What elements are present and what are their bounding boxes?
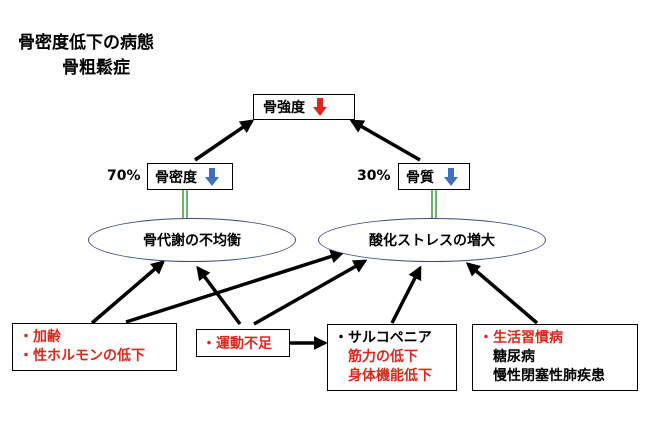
aging-factor-box: ・加齢 ・性ホルモンの低下 <box>12 323 177 371</box>
red-down-arrow-icon <box>313 98 327 116</box>
lack-of-exercise-box: ・運動不足 <box>196 329 290 357</box>
sarcopenia-box: ・サルコペニア 筋力の低下 身体機能低下 <box>327 324 457 391</box>
bone-density-percent: 70% <box>107 168 141 184</box>
arrow-aging-to-oxidative <box>125 249 345 324</box>
lack-of-exercise-label: ・運動不足 <box>202 336 272 352</box>
bone-density-box: 骨密度 <box>147 163 233 190</box>
physical-function-decline-label: 身体機能低下 <box>348 368 432 384</box>
bone-strength-box: 骨強度 <box>253 94 355 120</box>
sarcopenia-label: ・サルコペニア <box>334 330 432 346</box>
muscle-strength-decline-label: 筋力の低下 <box>348 349 418 365</box>
diagram-title-line1: 骨密度低下の病態 <box>18 33 154 53</box>
arrow-density-to-strength <box>194 119 255 162</box>
bone-density-label: 骨密度 <box>155 169 197 186</box>
arrow-lifestyle-to-oxidative <box>465 262 539 325</box>
sex-hormone-decline-label: ・性ホルモンの低下 <box>19 348 145 364</box>
blue-down-arrow-icon <box>444 167 458 186</box>
bone-quality-percent: 30% <box>357 168 391 184</box>
bone-quality-label: 骨質 <box>406 169 434 186</box>
arrow-quality-to-strength <box>349 119 421 162</box>
arrow-aging-to-metabolism <box>90 260 166 325</box>
oxidative-stress-ellipse: 酸化ストレスの増大 <box>318 218 546 262</box>
arrow-sarcopenia-to-oxidative <box>390 265 422 324</box>
oxidative-stress-label: 酸化ストレスの増大 <box>369 233 495 249</box>
arrow-exercise-to-metabolism <box>196 265 242 326</box>
bone-quality-box: 骨質 <box>398 163 470 190</box>
arrow-exercise-to-oxidative <box>253 259 368 326</box>
lifestyle-disease-box: ・生活習慣病 糖尿病 慢性閉塞性肺疾患 <box>472 324 638 391</box>
lifestyle-disease-label: ・生活習慣病 <box>479 330 563 346</box>
blue-down-arrow-icon <box>205 167 219 186</box>
bone-strength-label: 骨強度 <box>263 100 305 116</box>
copd-label: 慢性閉塞性肺疾患 <box>493 368 605 384</box>
aging-label: ・加齢 <box>19 329 61 345</box>
bone-metabolism-label: 骨代謝の不均衡 <box>143 233 241 249</box>
diagram-title-line2: 骨粗鬆症 <box>62 58 130 78</box>
bone-metabolism-imbalance-ellipse: 骨代謝の不均衡 <box>88 218 296 262</box>
diabetes-label: 糖尿病 <box>493 349 535 365</box>
